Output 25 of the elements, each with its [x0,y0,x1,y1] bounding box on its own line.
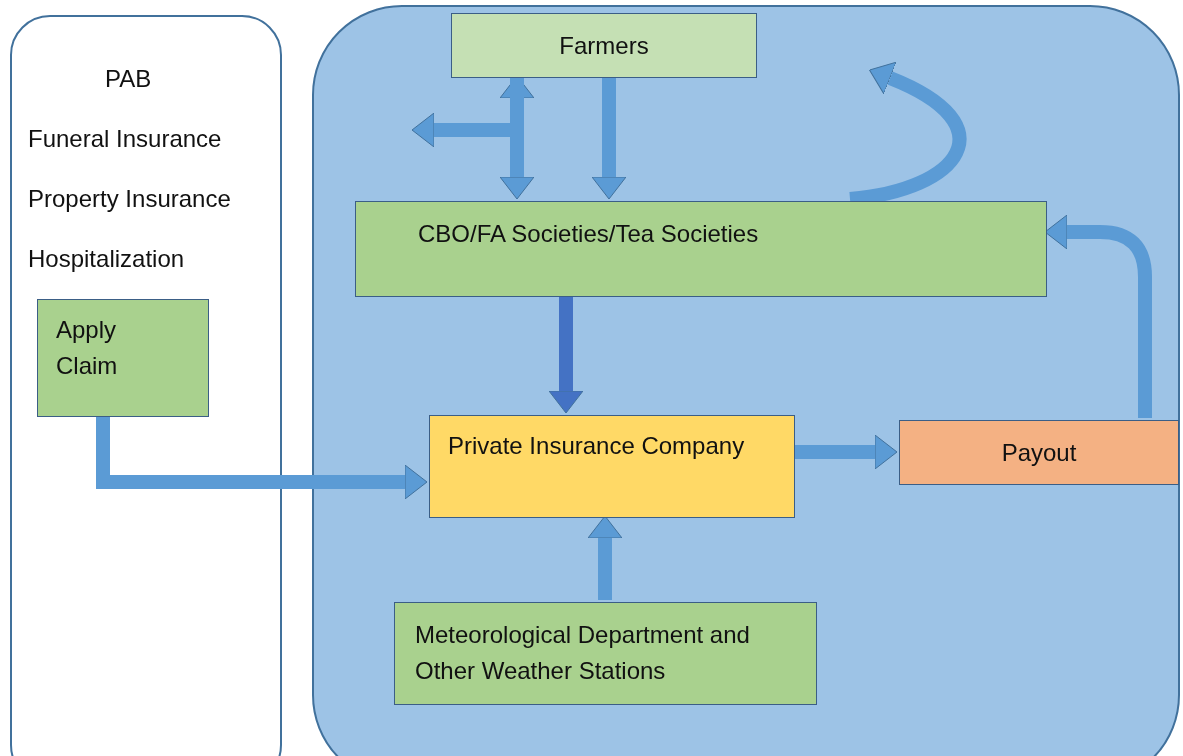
block-arrow [411,76,524,148]
box-label: Private Insurance Company [448,431,745,461]
list-item-text: Hospitalization [28,245,185,273]
block-arrow [96,415,428,500]
block-arrow [591,76,627,200]
process-box [899,420,1179,485]
box-label: Meteorological Department and Other Weather Stations [415,620,751,686]
process-box [37,299,209,417]
rounded-panel [10,15,282,756]
box-label: CBO/FA Societies/Tea Societies [418,219,759,249]
box-label: Farmers [559,30,649,61]
list-item-text: Funeral Insurance [28,125,222,153]
block-arrow [548,295,584,414]
process-box [429,415,795,518]
block-arrow [587,515,623,600]
rounded-region [312,5,1180,756]
process-box [451,13,757,78]
box-label: Payout [1001,437,1077,468]
box-label: Apply Claim [56,315,119,381]
process-box [355,201,1047,297]
block-arrow [1044,214,1152,418]
list-item-text: Property Insurance [28,185,231,213]
block-arrow [793,434,898,470]
process-box [394,602,817,705]
list-item-text: PAB [105,65,152,93]
